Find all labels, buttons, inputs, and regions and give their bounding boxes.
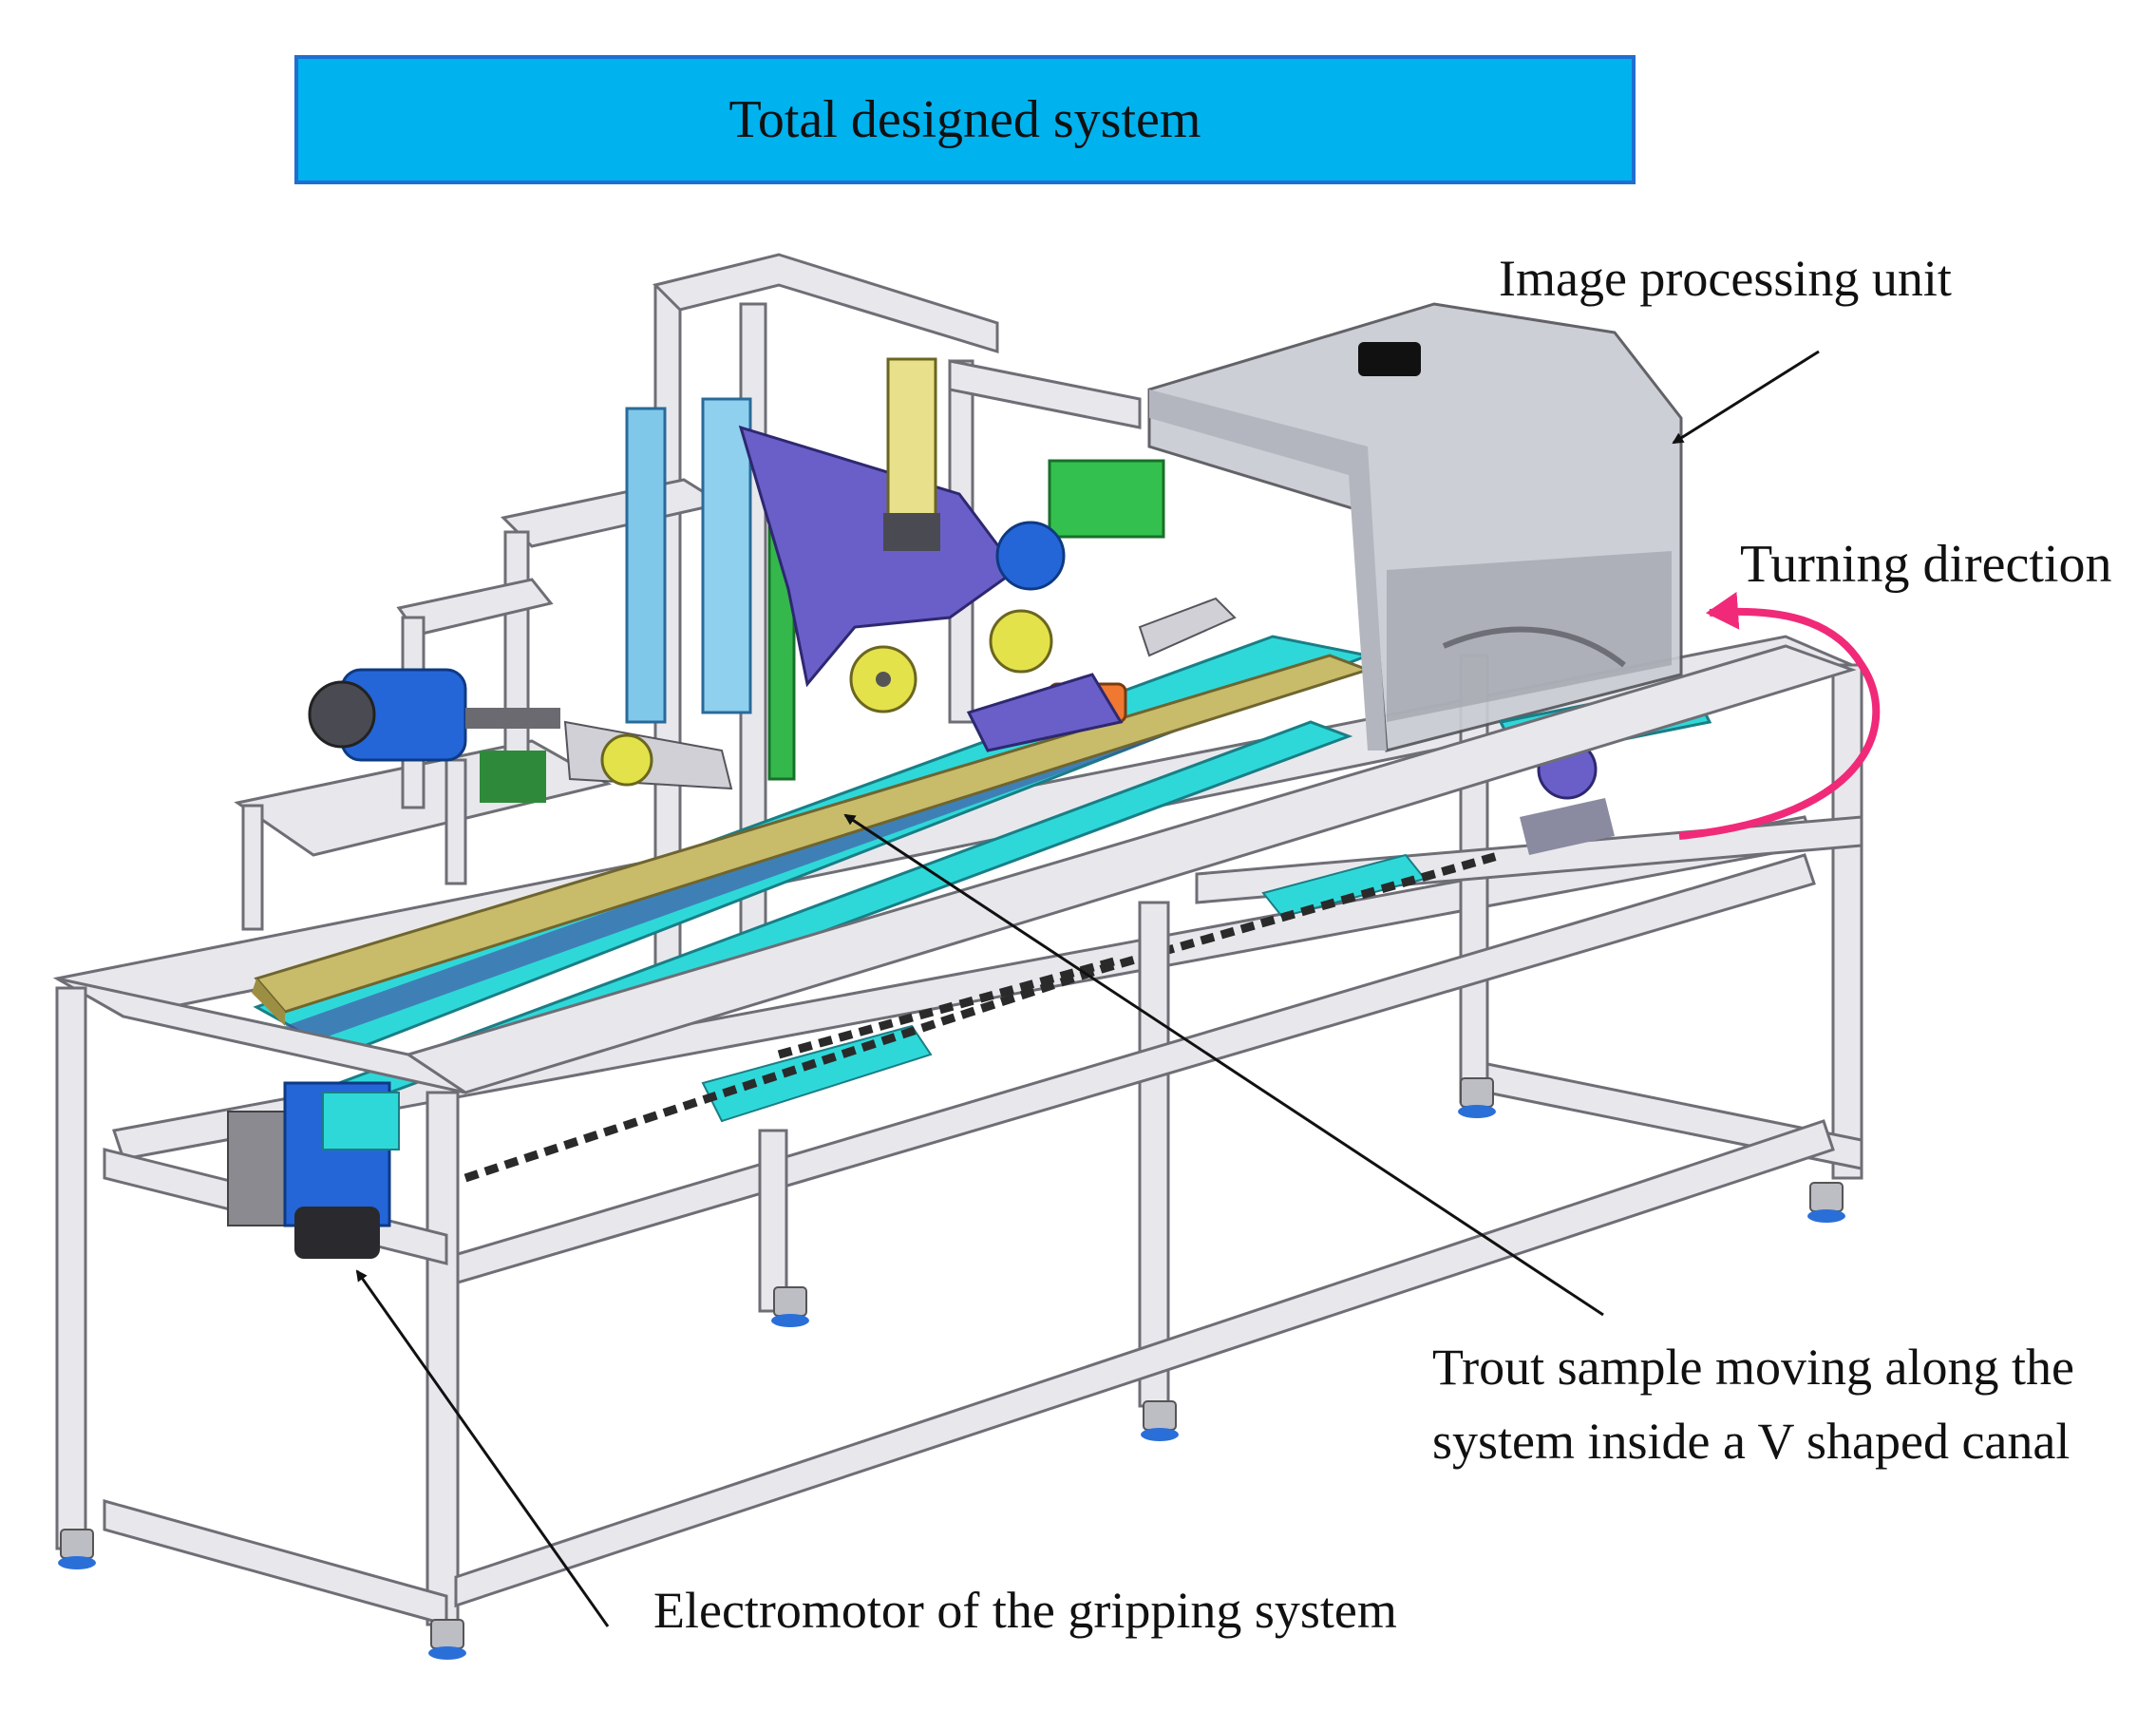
label-trout-sample-line1: Trout sample moving along the [1432,1339,2074,1396]
image-processing-housing [1147,302,1683,752]
title-box: Total designed system [294,55,1636,184]
arrow-image-processing [1672,350,1820,445]
drive-motor [308,668,733,803]
chain [463,850,1503,1183]
arrow-electromotor [355,1269,610,1627]
arrow-trout-sample [843,813,1604,1317]
label-trout-sample-line2: system inside a V shaped canal [1432,1413,2071,1470]
frame-feet [60,1077,1844,1649]
label-turning-direction: Turning direction [1740,535,2112,594]
diagram-title: Total designed system [728,90,1201,149]
feet-caps [58,1105,1845,1660]
turning-direction-arrow [1678,591,1881,840]
gripper-motor [227,1081,400,1259]
label-image-processing-unit: Image processing unit [1499,250,1952,307]
label-electromotor: Electromotor of the gripping system [653,1582,1397,1639]
gripping-assembly [625,357,1237,781]
